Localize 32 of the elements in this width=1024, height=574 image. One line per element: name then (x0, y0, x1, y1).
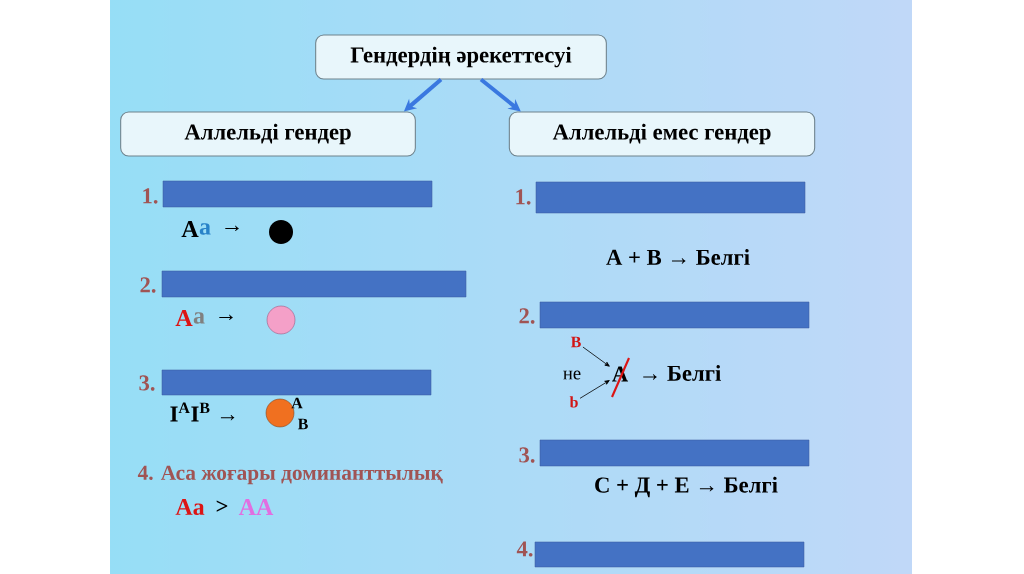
interaction-formula: С + Д + Е → Белгі (595, 476, 778, 498)
allele-symbol: B (297, 418, 308, 430)
interaction-formula: A + B → Белгі (606, 249, 750, 265)
interaction-formula: → Белгі (643, 365, 721, 381)
arrow-sign: → (225, 225, 239, 232)
item-number: 2. (140, 277, 156, 293)
allele-symbol: Aa (175, 498, 205, 516)
arrow (579, 380, 610, 399)
allele-letter: B (570, 336, 581, 348)
title-box: Гендердің әрекеттесуі (315, 34, 607, 80)
allele-symbol: A (181, 221, 199, 237)
allele-symbol: AA (238, 499, 274, 515)
allele-symbol: A (291, 397, 303, 409)
item-number: 2. (519, 308, 535, 324)
arrow-sign: → (219, 314, 233, 321)
allele-symbol: a (193, 312, 205, 324)
item-number: 3. (139, 375, 155, 391)
item-number: 3. (519, 447, 535, 463)
item-number: 4. (516, 541, 533, 557)
connecting-word: не (563, 370, 581, 380)
allele-symbol: A (175, 310, 193, 326)
arrow (479, 77, 521, 112)
item-number: 1. (516, 189, 531, 205)
arrow (582, 346, 610, 367)
item-text: 4. Аса жоғары доминанттылық (137, 465, 443, 485)
allele-letter: b (569, 396, 578, 408)
comparison-sign: > (216, 500, 228, 512)
allele-symbol: a (199, 223, 211, 235)
item-number: 1. (143, 188, 158, 204)
category-box: Аллельді емес гендер (508, 111, 816, 157)
genotype-formula: I$^{A}$I$^{B}$ → (170, 402, 235, 422)
category-box: Аллельді гендер (120, 111, 416, 157)
